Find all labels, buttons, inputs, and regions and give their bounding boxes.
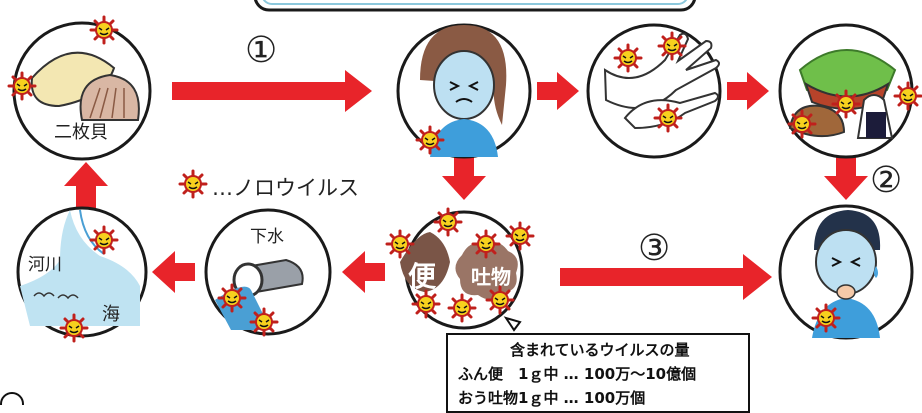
- virus-icon: [433, 207, 463, 237]
- virus-icon: [89, 15, 119, 45]
- arrow-food-to-victim: [824, 155, 868, 200]
- virus-icon: [385, 229, 415, 259]
- vomit-shape: [455, 242, 518, 300]
- virus-icon: [249, 307, 279, 337]
- arrow-shellfish-to-sick: [172, 70, 372, 112]
- step-1-label: ①: [245, 30, 278, 71]
- feces-label: 便: [408, 260, 437, 293]
- virus-icon: [447, 293, 477, 323]
- stool-vomit-circle: [385, 207, 535, 330]
- virus-icon: [613, 43, 643, 73]
- shellfish-circle: [7, 15, 152, 161]
- sewage-circle: [204, 208, 332, 337]
- arrow-sewage-to-river: [152, 251, 195, 293]
- virus-icon: [89, 225, 119, 255]
- arrow-river-to-shellfish: [64, 162, 108, 210]
- river-sea-circle: [16, 206, 148, 343]
- legend-virus-icon: [178, 169, 208, 199]
- feces-amount-row: ふん便 1ｇ中 … 100万～10億個: [458, 365, 697, 383]
- victim-circle: [778, 204, 914, 340]
- arrow-stool-to-sewage: [342, 251, 385, 293]
- step-3-label: ③: [638, 228, 671, 269]
- arrow-sick-to-hands: [537, 72, 579, 110]
- vomit-label: 吐物: [471, 265, 511, 289]
- virus-icon: [217, 283, 247, 313]
- rice-ball-nori: [866, 112, 886, 138]
- virus-icon: [7, 71, 37, 101]
- sick-person-circle: [396, 23, 532, 159]
- vomit-amount-row: おう吐物1ｇ中 … 100万個: [458, 389, 646, 407]
- arrow-stool-to-victim: [560, 254, 772, 300]
- virus-icon: [787, 109, 817, 139]
- virus-icon: [59, 313, 89, 343]
- sewage-label: 下水: [250, 227, 284, 247]
- river-label: 河川: [28, 255, 62, 275]
- virus-icon: [505, 221, 535, 251]
- sea-label: 海: [102, 304, 120, 325]
- stool-shape: [400, 232, 450, 292]
- shellfish-label: 二枚貝: [54, 122, 108, 143]
- virus-amount-title: 含まれているウイルスの量: [510, 341, 690, 359]
- virus-icon: [893, 81, 922, 111]
- virus-icon: [657, 31, 687, 61]
- step-2-label: ②: [870, 160, 903, 201]
- arrow-hands-to-food: [727, 72, 769, 110]
- virus-icon: [485, 285, 515, 315]
- virus-amount-box: 含まれているウイルスの量 ふん便 1ｇ中 … 100万～10億個 おう吐物1ｇ中…: [446, 333, 750, 413]
- flow-arrows: [64, 70, 868, 300]
- legend-text: …ノロウイルス: [212, 176, 359, 200]
- river-water: [20, 210, 140, 326]
- virus-icon: [831, 89, 861, 119]
- hands-circle: [586, 23, 722, 159]
- virus-icon: [811, 303, 841, 333]
- virus-icon: [471, 229, 501, 259]
- callout-pointer: [503, 316, 522, 332]
- virus-icon: [653, 103, 683, 133]
- virus-icon: [415, 125, 445, 155]
- cut-heading-mark: [0, 392, 24, 405]
- food-circle: [778, 23, 922, 159]
- arrow-sick-to-stool: [442, 155, 486, 200]
